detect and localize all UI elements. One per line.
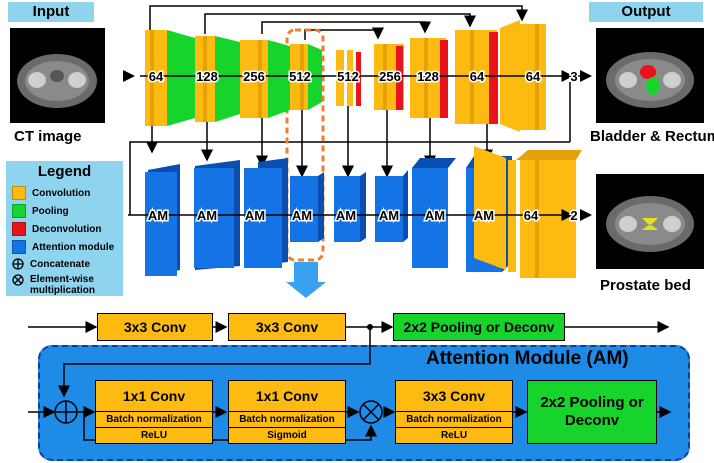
bottom-conv-blocks [474, 146, 582, 278]
am-lines [28, 327, 672, 441]
legend-item-multiplication: Element-wise multiplication [12, 274, 116, 296]
segmentation-bladder-graphic [606, 52, 694, 108]
pooling-swatch [12, 204, 26, 218]
label-64c: 64 [526, 69, 541, 84]
skip-connections [149, 5, 528, 40]
attention-module-title: Attention Module (AM) [426, 348, 629, 369]
am-label: AM [292, 208, 312, 223]
output-header: Output [589, 2, 703, 22]
am-label: AM [379, 208, 399, 223]
highlight-512-stage [285, 28, 325, 262]
label-128: 128 [196, 69, 218, 84]
legend-item-attention: Attention module [12, 240, 114, 254]
legend-item-pooling: Pooling [12, 204, 69, 218]
ct-input-image [10, 28, 105, 123]
label-64b: 64 [470, 69, 485, 84]
label-256: 256 [243, 69, 265, 84]
pool-deconv-label: 2x2 Pooling or Deconv [540, 394, 644, 429]
am-label: AM [197, 208, 217, 223]
detail-lines [28, 321, 670, 333]
legend-title: Legend [37, 163, 92, 180]
legend-label: Deconvolution [32, 223, 102, 235]
zoom-arrow-icon [286, 262, 326, 298]
multiplication-icon [12, 274, 24, 286]
am-conv3x3-relu-block: 3x3 Conv Batch normalization ReLU [395, 380, 513, 444]
block-bn: Batch normalization [396, 411, 512, 427]
block-activation: ReLU [396, 427, 512, 443]
bladder-rectum-caption: Bladder & Rectum [590, 128, 714, 145]
am-label: AM [245, 208, 265, 223]
bottleneck-blocks [336, 50, 361, 106]
output-image-bladder [596, 28, 704, 123]
legend-panel: Legend Convolution Pooling Deconvolution… [6, 161, 123, 296]
am-labels: AM AM AM AM AM AM AM AM 64 2 [146, 207, 579, 225]
pool-deconv-top-box: 2x2 Pooling or Deconv [393, 313, 565, 341]
block-title: 3x3 Conv [422, 388, 486, 404]
label-64: 64 [149, 69, 164, 84]
convolution-swatch [12, 186, 26, 200]
segmentation-prostate-graphic [606, 196, 694, 252]
am-label: AM [425, 208, 445, 223]
legend-item-deconvolution: Deconvolution [12, 222, 101, 236]
attention-swatch [12, 240, 26, 254]
multiply-node-icon [359, 400, 383, 424]
am-conv1x1-relu-block: 1x1 Conv Batch normalization ReLU [95, 380, 213, 444]
legend-item-concatenate: Concatenate [12, 258, 90, 270]
concatenate-node-icon [54, 400, 78, 424]
top-output-arrow-icon [580, 70, 592, 82]
label-256b: 256 [379, 69, 401, 84]
decoder-blocks [374, 20, 546, 132]
legend-label: Element-wise multiplication [30, 274, 95, 296]
encoder-blocks [145, 30, 322, 126]
prostate-bed-caption: Prostate bed [600, 277, 691, 294]
block-activation: Sigmoid [229, 427, 345, 443]
am-conv1x1-sigmoid-block: 1x1 Conv Batch normalization Sigmoid [228, 380, 346, 444]
deconvolution-swatch [12, 222, 26, 236]
legend-label: Concatenate [30, 258, 91, 270]
am-label: AM [336, 208, 356, 223]
legend-item-convolution: Convolution [12, 186, 90, 200]
label-128b: 128 [417, 69, 439, 84]
label-2: 2 [570, 208, 577, 223]
conv3x3-b-box: 3x3 Conv [228, 313, 346, 341]
label-3: 3 [570, 69, 577, 84]
label-512: 512 [289, 69, 311, 84]
label-64-bottom: 64 [524, 208, 539, 223]
legend-label: Pooling [32, 205, 69, 217]
am-label: AM [474, 208, 494, 223]
input-arrow-icon [123, 70, 135, 82]
output-image-prostate [596, 174, 704, 269]
legend-label: Attention module [32, 241, 115, 253]
concatenate-icon [12, 258, 24, 270]
bottom-output-arrow-icon [580, 209, 592, 221]
am-label: AM [148, 208, 168, 223]
block-bn: Batch normalization [229, 411, 345, 427]
ct-scan-graphic [17, 54, 97, 108]
top-labels: 64 128 256 512 512 256 128 64 64 3 [147, 68, 579, 86]
input-header: Input [8, 2, 94, 22]
block-bn: Batch normalization [96, 411, 212, 427]
block-title: 1x1 Conv [255, 388, 319, 404]
legend-label: Convolution [32, 187, 91, 199]
block-title: 1x1 Conv [122, 388, 186, 404]
network-diagram: 64 128 256 512 512 256 128 64 64 3 [123, 5, 592, 298]
conv3x3-a-box: 3x3 Conv [97, 313, 213, 341]
label-512b: 512 [337, 69, 359, 84]
block-activation: ReLU [96, 427, 212, 443]
ct-image-caption: CT image [14, 128, 82, 145]
attention-feed-arrows [129, 82, 571, 215]
am-pool-deconv-block: 2x2 Pooling or Deconv [527, 380, 657, 444]
